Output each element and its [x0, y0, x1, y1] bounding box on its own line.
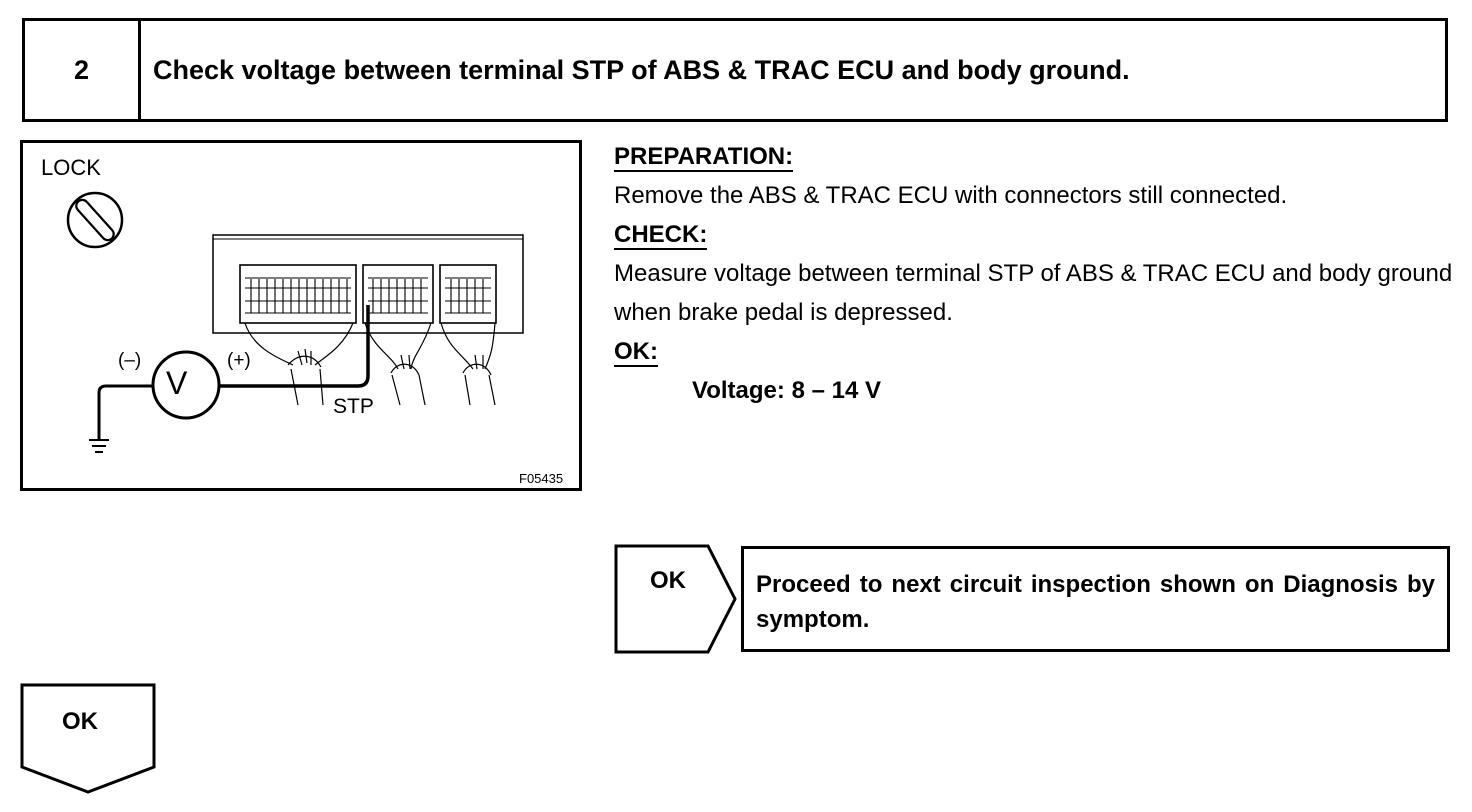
figure-code: F05435 — [519, 471, 564, 486]
voltmeter-icon: V — [166, 365, 188, 401]
ok-right-arrow — [614, 544, 738, 654]
terminal-label: STP — [333, 395, 374, 418]
step-title: Check voltage between terminal STP of AB… — [153, 54, 1130, 85]
positive-label: (+) — [227, 350, 251, 371]
ignition-lock-icon — [66, 191, 124, 249]
lock-label: LOCK — [41, 155, 101, 180]
wiring-figure: LOCK (–) (+) V STP F05435 — [20, 140, 582, 491]
ok-down-label: OK — [62, 708, 98, 735]
step-number: 2 — [25, 21, 141, 119]
check-heading: CHECK: — [614, 221, 708, 250]
ok-spec: Voltage: 8 – 14 V — [692, 377, 881, 404]
negative-label: (–) — [118, 350, 142, 371]
result-ok-box: Proceed to next circuit inspection shown… — [741, 546, 1450, 652]
ok-down-arrow — [20, 683, 156, 795]
ok-heading: OK: — [614, 338, 658, 367]
ecu-connector-icon — [66, 191, 524, 453]
preparation-heading: PREPARATION: — [614, 143, 794, 172]
ground-icon — [89, 439, 109, 453]
preparation-text: Remove the ABS & TRAC ECU with connector… — [614, 182, 1288, 209]
ok-right-label: OK — [650, 567, 686, 594]
step-header: 2 Check voltage between terminal STP of … — [22, 18, 1448, 122]
check-text: Measure voltage between terminal STP of … — [614, 260, 1453, 326]
instructions: PREPARATION: Remove the ABS & TRAC ECU w… — [614, 137, 1459, 410]
